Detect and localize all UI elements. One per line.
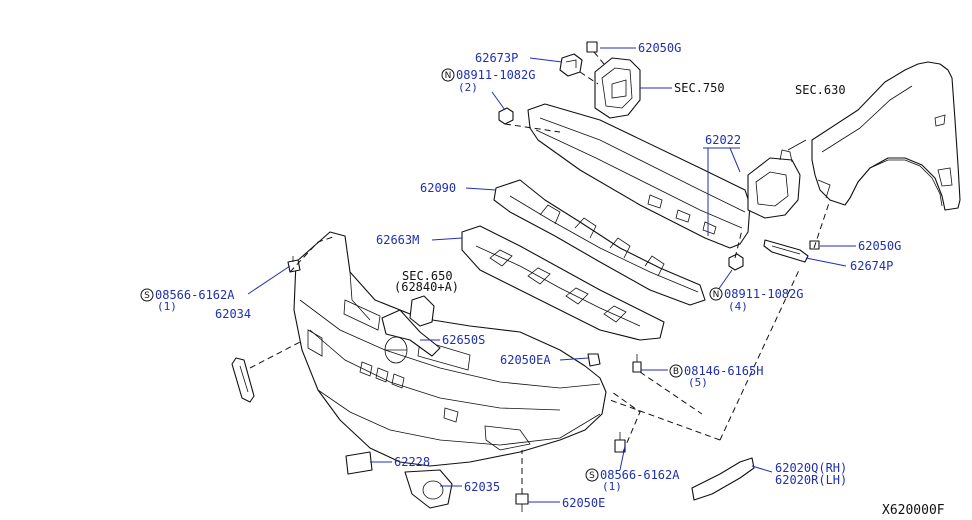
nut-symbol-top-text: N [445,71,452,81]
leader-62674P [805,257,847,267]
leader-62673P [529,57,563,63]
dash-line-11 [734,229,743,259]
label-62050EA: 62050EA [500,353,551,367]
label-08911-top-qty: (2) [458,81,478,94]
label-08911-mid-qty: (4) [728,300,748,313]
bolt-symbol: B [669,364,683,378]
energy-absorber-62090 [493,179,706,306]
front-bumper-fascia [293,231,607,467]
cover-62228 [345,451,373,475]
label-08146: 08146-6165H [684,364,763,378]
leader-08566-bottom [619,445,626,471]
dash-line-5 [609,399,721,441]
radiator-core-stay-sec750 [594,57,641,119]
front-fender [811,61,961,211]
nut-08911-top-part [498,107,514,125]
label-08566-bottom: 08566-6162A [600,468,680,482]
screw-symbol-bottom: S [585,468,599,482]
label-sec630: SEC.630 [795,83,846,97]
label-sec650-sub: (62840+A) [394,280,459,294]
leader-sec630-bar [787,139,807,151]
leader-08566-left [247,265,291,295]
clip-62050EA [587,353,601,367]
grille-62650S [381,309,441,357]
bracket-62673P [559,53,583,77]
label-62228: 62228 [394,455,430,469]
label-62674P: 62674P [850,259,893,273]
leader-62663M [431,237,463,241]
label-62090: 62090 [420,181,456,195]
sec650-hood-lock-part [409,295,435,327]
label-62022: 62022 [705,133,741,147]
leader-08911-top [491,91,506,111]
label-08566-bottom-qty: (1) [602,480,622,493]
dash-line-9 [593,51,605,65]
label-62020Q: 62020Q(RH) [775,461,847,475]
label-62050G-right: 62050G [858,239,901,253]
label-62035: 62035 [464,480,500,494]
screw-symbol-left-text: S [144,291,150,301]
dash-line-3 [611,391,641,453]
bumper-reinforcement-62022 [527,103,751,249]
label-62034: 62034 [215,307,251,321]
under-cover-62663M [461,225,665,341]
screw-08566-bottom [614,432,626,453]
bolt-08146 [632,354,642,373]
dash-line-6 [639,371,703,415]
label-08566-left: 08566-6162A [155,288,235,302]
figure-code: X620000F [882,503,945,518]
clip-62050E [515,493,529,512]
label-62050E: 62050E [562,496,605,510]
screw-08566-left [287,256,301,273]
dash-line-1 [289,235,337,273]
label-62673P: 62673P [475,51,518,65]
label-08566-left-qty: (1) [157,300,177,313]
dash-line-8 [579,71,599,85]
leader-62090 [465,187,497,191]
label-sec650: SEC.650 [402,269,453,283]
fog-lamp-cover-62034 [231,357,255,403]
nut-symbol-mid: N [709,287,723,301]
label-62050G-top: 62050G [638,41,681,55]
fog-lamp-bracket-62035 [404,469,453,509]
dash-line-2 [249,341,301,369]
label-sec750: SEC.750 [674,81,725,95]
side-molding-62020 [691,457,755,501]
leader-08911-mid [717,269,733,291]
nut-08911-mid-part [728,253,744,271]
dash-line-12 [813,199,831,249]
dash-line-4 [719,267,801,441]
label-08911-mid: 08911-1082G [724,287,803,301]
leader-62022-b [729,147,741,173]
label-62020R: 62020R(LH) [775,473,847,487]
label-62663M: 62663M [376,233,419,247]
reinforcement-stay-62022 [747,149,801,219]
bolt-symbol-text: B [673,367,679,377]
nut-symbol-top: N [441,68,455,82]
leader-62050EA [559,357,589,361]
leader-62020 [751,465,773,473]
label-08911-top: 08911-1082G [456,68,535,82]
fender-bracket-62674P [763,239,809,263]
label-08146-qty: (5) [688,376,708,389]
label-62650S: 62650S [442,333,485,347]
nut-symbol-mid-text: N [713,290,720,300]
clip-62050G-top [586,41,598,53]
screw-symbol-left: S [140,288,154,302]
screw-symbol-bottom-text: S [589,471,595,481]
